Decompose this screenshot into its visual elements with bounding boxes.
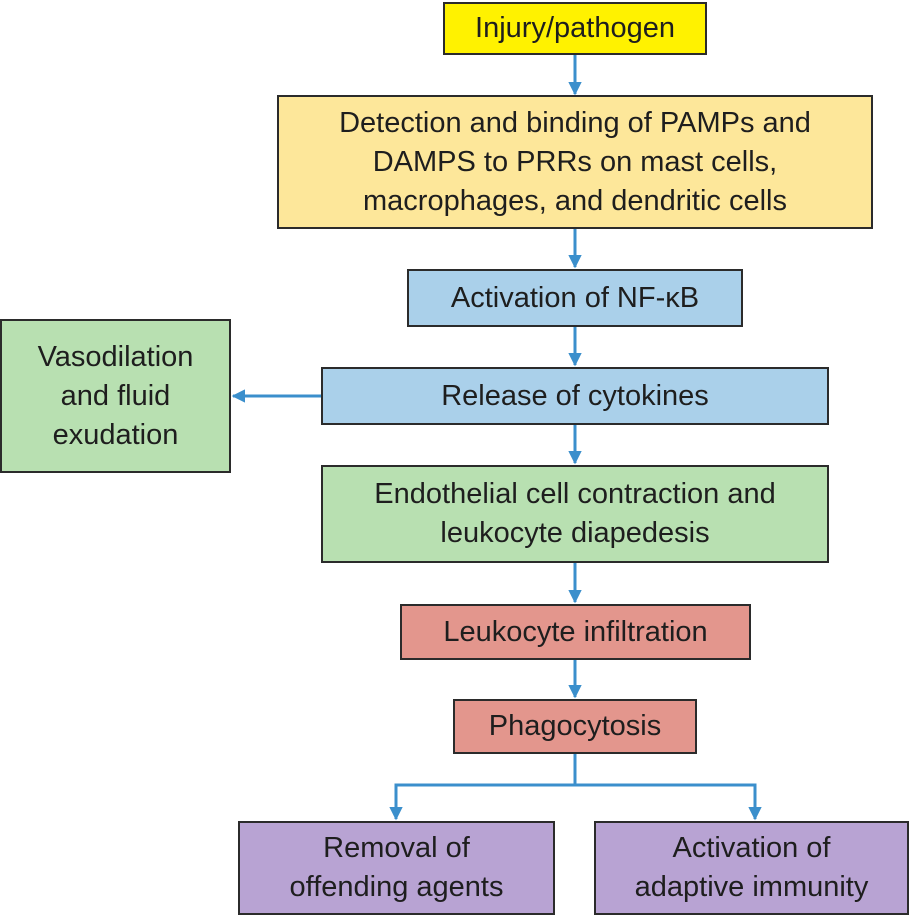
adaptive-immunity-box: Activation of adaptive immunity	[594, 821, 909, 915]
branch-phagocytosis-split	[389, 754, 577, 821]
nfkb-activation-label: Activation of NF-κB	[450, 281, 700, 314]
injury-pathogen-box: Injury/pathogen	[443, 2, 707, 55]
removal-label: Removal of offending agents	[289, 832, 504, 903]
cytokine-release-box: Release of cytokines	[321, 367, 829, 425]
nfkb-activation-box: Activation of NF-κB	[407, 269, 743, 327]
vasodilation-label: Vasodilation and fluid exudation	[37, 340, 194, 451]
endothelial-box: Endothelial cell contraction and leukocy…	[321, 465, 829, 563]
endothelial-label: Endothelial cell contraction and leukocy…	[374, 478, 776, 549]
detection-box: Detection and binding of PAMPs and DAMPS…	[277, 95, 873, 229]
vasodilation-box: Vasodilation and fluid exudation	[0, 319, 231, 473]
leukocyte-infiltration-box: Leukocyte infiltration	[400, 604, 751, 660]
phagocytosis-label: Phagocytosis	[488, 710, 662, 742]
phagocytosis-box: Phagocytosis	[453, 699, 697, 754]
leukocyte-infiltration-label: Leukocyte infiltration	[443, 615, 708, 648]
cytokine-release-label: Release of cytokines	[441, 379, 709, 412]
adaptive-immunity-label: Activation of adaptive immunity	[634, 832, 869, 903]
injury-pathogen-label: Injury/pathogen	[475, 12, 675, 44]
detection-label: Detection and binding of PAMPs and DAMPS…	[339, 106, 811, 217]
branch-to-adaptive	[575, 783, 762, 821]
removal-box: Removal of offending agents	[238, 821, 555, 915]
